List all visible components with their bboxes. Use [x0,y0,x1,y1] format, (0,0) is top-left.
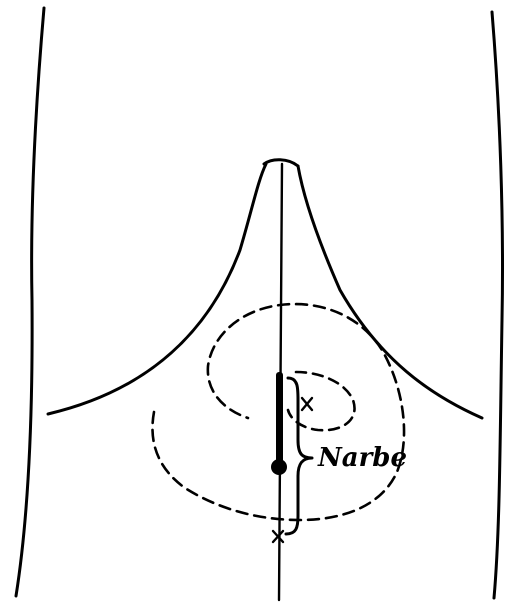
scar-label: Narbe [317,443,407,473]
scar [276,372,283,474]
right-costal-arch [298,166,482,418]
upper-x-marker [302,398,312,410]
lower-x-marker [273,531,283,542]
left-torso-outline [16,8,44,596]
scar-dot [271,459,287,475]
right-torso-outline [492,12,503,598]
left-costal-arch [48,164,266,414]
